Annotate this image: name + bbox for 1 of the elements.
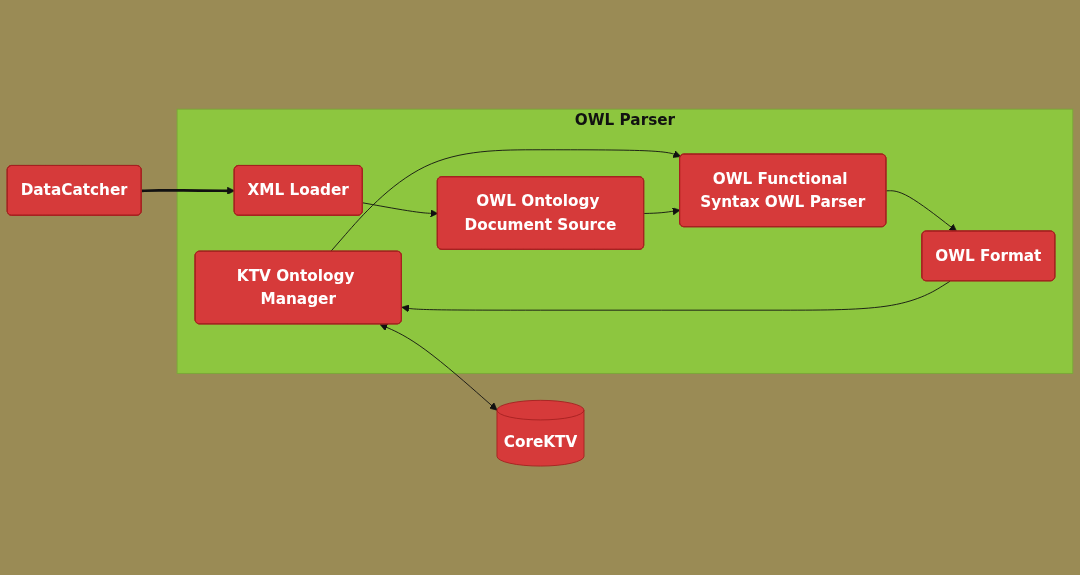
arrow [141,186,235,195]
